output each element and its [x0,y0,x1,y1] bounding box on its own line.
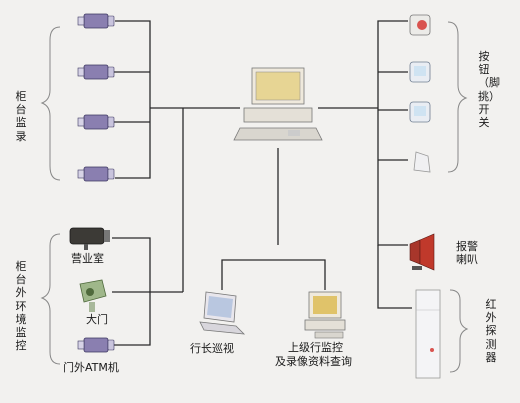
camera-icon [77,114,115,130]
alarm-horn-icon [409,233,435,271]
label-superior-monitor-line1: 上级行监控 [288,341,343,354]
infrared-detector-icon [415,289,441,379]
button-switch-icon [413,151,431,173]
label-president-patrol: 行长巡视 [190,342,234,355]
button-switch-icon [409,14,431,36]
dome-camera-icon [79,279,107,312]
left-brace-bottom [40,233,61,365]
camera-icon [69,227,110,250]
label-gate: 大门 [86,313,108,326]
computer-icon [233,67,323,141]
left-brace-top [40,26,61,181]
camera-icon [77,166,115,182]
workstation-icon [304,291,346,339]
label-alarm-horn: 报警喇叭 [456,240,478,267]
label-superior-monitor-line2: 及录像资料查询 [275,355,352,368]
group-label-counter-monitor: 柜台监录 [15,90,27,143]
label-business-room: 营业室 [71,252,104,265]
camera-icon [77,337,115,353]
button-switch-icon [409,61,431,83]
group-label-button-switch: 按钮（脚挑）开关 [478,50,500,129]
camera-icon [77,64,115,80]
group-label-counter-env-monitor: 柜台外环境监控 [15,260,27,353]
right-brace-top [447,21,468,173]
camera-icon [77,13,115,29]
laptop-icon [199,291,246,335]
wiring [112,20,412,346]
group-label-infrared-detector: 红外探测器 [485,298,497,364]
button-switch-icon [409,101,431,123]
label-atm-outside: 门外ATM机 [63,361,119,374]
right-brace-bottom [449,289,469,373]
